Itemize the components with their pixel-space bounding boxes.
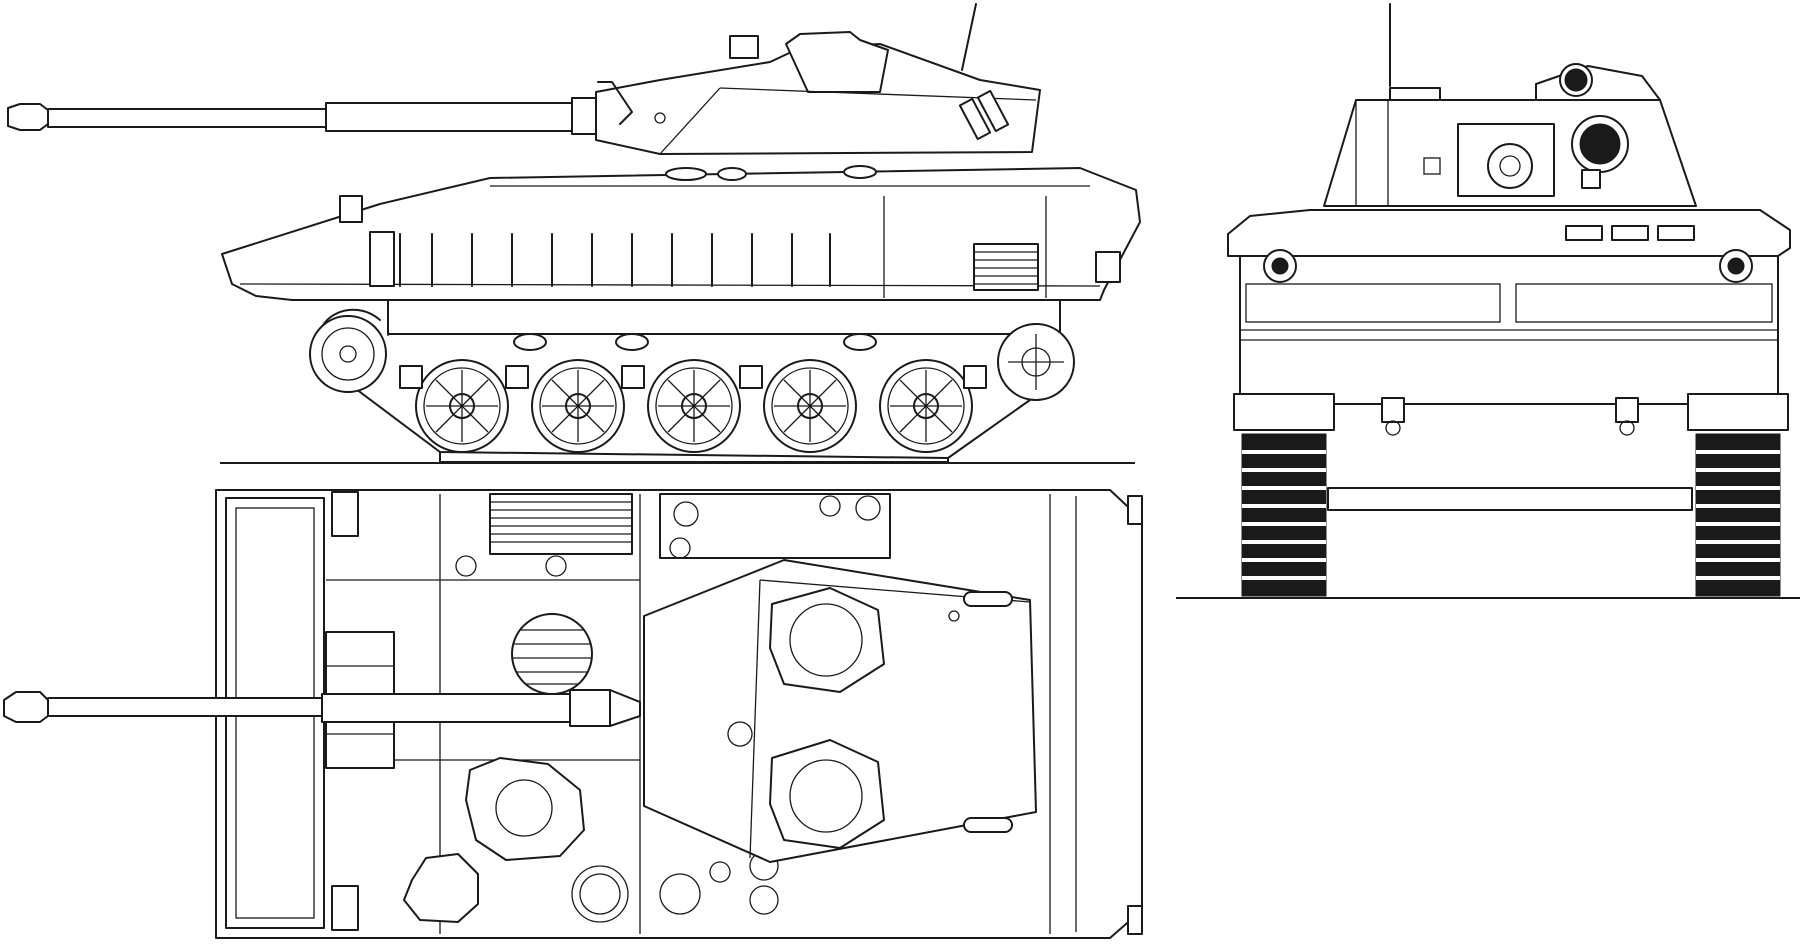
plan-engine-grille — [489, 493, 633, 555]
plan-turret — [643, 559, 1037, 863]
side-return-rollers — [399, 333, 987, 389]
front-turret — [1323, 63, 1697, 207]
front-track-left — [1241, 433, 1327, 597]
side-view — [7, 3, 1141, 464]
plan-rear-hatches — [403, 757, 779, 923]
front-turret-optics — [1559, 63, 1629, 189]
side-smoke-dischargers — [958, 89, 1010, 141]
side-road-wheel-4 — [763, 359, 857, 453]
front-hull — [1227, 209, 1791, 511]
front-view — [1176, 3, 1800, 599]
front-towing-hooks — [1381, 397, 1639, 436]
plan-view — [3, 489, 1143, 939]
side-engine-grille — [973, 243, 1039, 291]
side-hull — [221, 165, 1141, 336]
side-gun-barrel — [7, 97, 597, 135]
side-antenna — [961, 3, 977, 71]
plan-gun-barrel — [3, 689, 641, 727]
plan-gunner-hatch — [769, 739, 885, 849]
side-road-wheel-3 — [647, 359, 741, 453]
side-idler-wheel — [997, 323, 1075, 401]
plan-commander-cupola — [769, 587, 885, 693]
side-turret — [595, 3, 1041, 155]
side-road-wheel-1 — [415, 359, 509, 453]
front-headlights — [1263, 249, 1753, 283]
plan-fan-grille — [511, 613, 593, 695]
side-drive-sprocket — [309, 315, 387, 393]
side-road-wheel-5 — [879, 359, 973, 453]
side-road-wheel-2 — [531, 359, 625, 453]
side-hull-vents — [369, 231, 831, 287]
front-track-right — [1695, 433, 1781, 597]
